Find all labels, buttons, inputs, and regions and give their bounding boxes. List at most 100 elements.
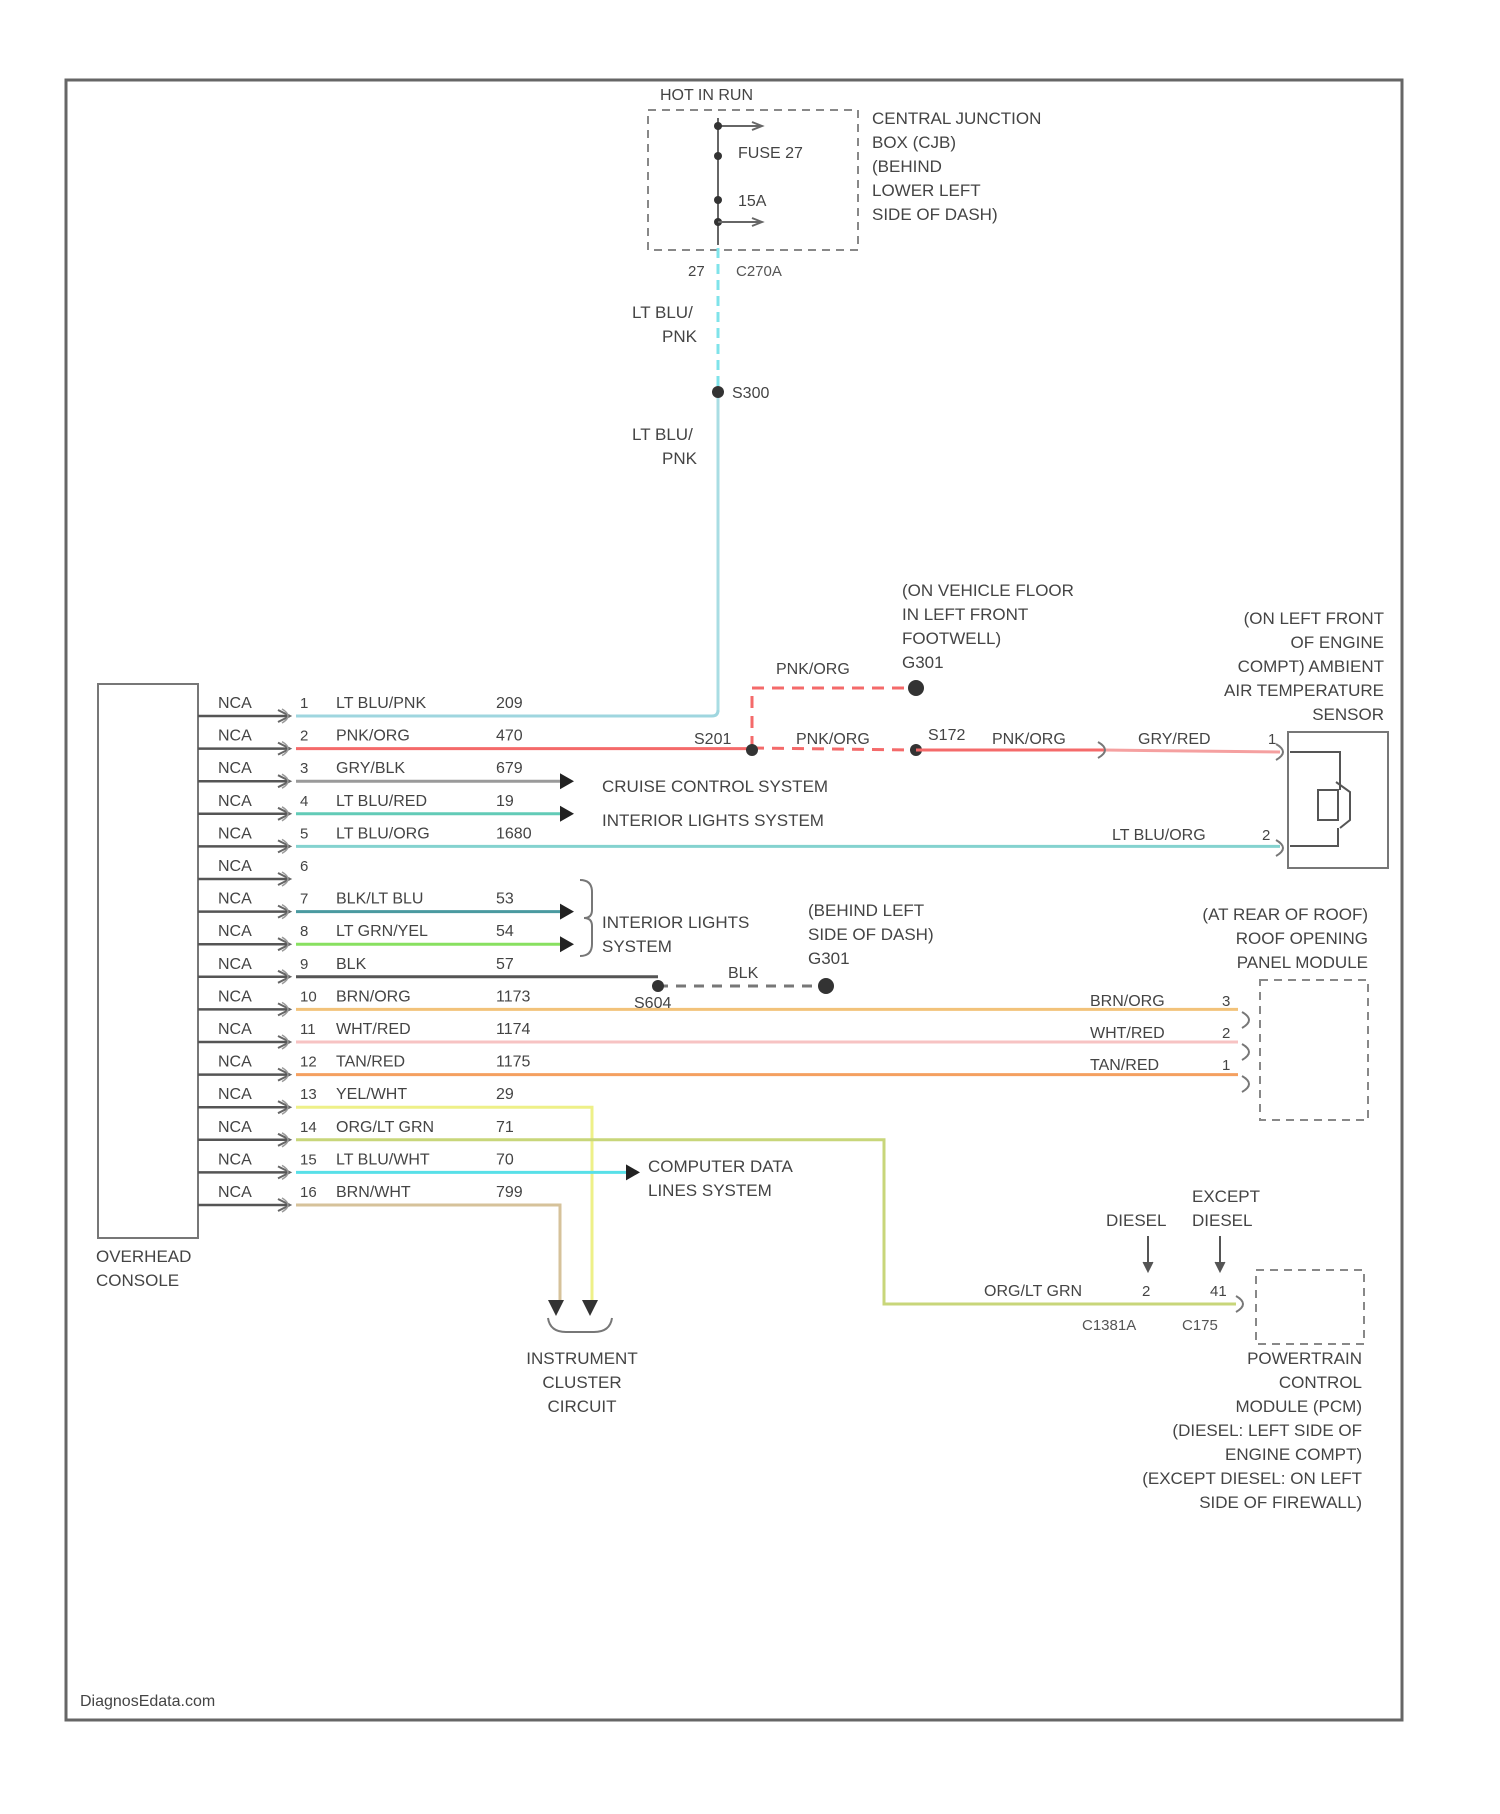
pin-13-circuit: 29 bbox=[496, 1086, 514, 1103]
cruise-control-label: CRUISE CONTROL SYSTEM bbox=[602, 777, 828, 796]
watermark: DiagnosEdata.com bbox=[80, 1693, 215, 1710]
pin-1-nca-label: NCA bbox=[218, 695, 252, 712]
pin-15-nca-label: NCA bbox=[218, 1151, 252, 1168]
g301-dash-desc-1: (BEHIND LEFT bbox=[808, 901, 924, 920]
pin-14-number: 14 bbox=[300, 1119, 317, 1136]
sensor-desc-4: AIR TEMPERATURE bbox=[1224, 681, 1384, 700]
computer-data-label-1: COMPUTER DATA bbox=[648, 1157, 793, 1176]
pin-1-number: 1 bbox=[300, 695, 308, 712]
central-junction-box: HOT IN RUN FUSE 27 15A CENTRAL JUNCTION … bbox=[648, 87, 1041, 280]
pin-10-number: 10 bbox=[300, 988, 317, 1005]
pcm-desc-3: MODULE (PCM) bbox=[1235, 1397, 1362, 1416]
pcm-conn-except: C175 bbox=[1182, 1317, 1218, 1334]
instrument-cluster-label-3: CIRCUIT bbox=[548, 1397, 617, 1416]
pin-8-number: 8 bbox=[300, 923, 308, 940]
pin-15-circuit: 70 bbox=[496, 1151, 514, 1168]
roof-pin-3: 3 bbox=[1222, 993, 1230, 1010]
interior-lights-label-2a: INTERIOR LIGHTS bbox=[602, 913, 749, 932]
pin-12-number: 12 bbox=[300, 1054, 317, 1071]
sensor-wire1-color-b: GRY/RED bbox=[1138, 731, 1211, 748]
pin-1-circuit: 209 bbox=[496, 695, 523, 712]
cjb-desc-3: (BEHIND bbox=[872, 157, 942, 176]
pin-8-circuit: 54 bbox=[496, 923, 514, 940]
roof-wire-2-color: WHT/RED bbox=[1090, 1025, 1165, 1042]
pcm-desc-1: POWERTRAIN bbox=[1247, 1349, 1362, 1368]
sensor-wire2-color: LT BLU/ORG bbox=[1112, 827, 1206, 844]
pin-10-nca-label: NCA bbox=[218, 988, 252, 1005]
pin-10-circuit: 1173 bbox=[496, 988, 531, 1005]
pin-11-circuit: 1174 bbox=[496, 1021, 531, 1038]
interior-lights-label-1: INTERIOR LIGHTS SYSTEM bbox=[602, 811, 824, 830]
roof-wire-3-color: TAN/RED bbox=[1090, 1057, 1159, 1074]
fuse-27-label: FUSE 27 bbox=[738, 145, 803, 162]
pin-16-wire bbox=[296, 1205, 560, 1300]
pin-16-number: 16 bbox=[300, 1184, 317, 1201]
pin-13-nca-label: NCA bbox=[218, 1086, 252, 1103]
hot-in-run-label: HOT IN RUN bbox=[660, 87, 753, 104]
pin-2-number: 2 bbox=[300, 728, 308, 745]
pin-3-number: 3 bbox=[300, 760, 308, 777]
pin-7-nca-label: NCA bbox=[218, 891, 252, 908]
feed-splice: S300 bbox=[732, 385, 769, 402]
pin-7-wire-color: BLK/LT BLU bbox=[336, 891, 423, 908]
g301-dash-desc-3: G301 bbox=[808, 949, 850, 968]
pin-3-nca-label: NCA bbox=[218, 760, 252, 777]
g301-floor-desc-1: (ON VEHICLE FLOOR bbox=[902, 581, 1074, 600]
sensor-wire1-color-a: PNK/ORG bbox=[992, 731, 1066, 748]
pcm-conn-diesel: C1381A bbox=[1082, 1317, 1136, 1334]
roof-pin-1: 1 bbox=[1222, 1057, 1230, 1074]
sensor-desc-5: SENSOR bbox=[1312, 705, 1384, 724]
s201-wire-color-top: PNK/ORG bbox=[776, 661, 850, 678]
pin-8-arrow bbox=[560, 936, 574, 952]
pcm-except-label-1: EXCEPT bbox=[1192, 1187, 1260, 1206]
pin-4-arrow bbox=[560, 806, 574, 822]
pin-3-wire-color: GRY/BLK bbox=[336, 760, 405, 777]
pin-15-arrow bbox=[626, 1164, 640, 1180]
pin-4-circuit: 19 bbox=[496, 793, 514, 810]
sensor-desc-2: OF ENGINE bbox=[1290, 633, 1384, 652]
pin-13-number: 13 bbox=[300, 1086, 317, 1103]
pin-13-wire-color: YEL/WHT bbox=[336, 1086, 407, 1103]
pin-16-circuit: 799 bbox=[496, 1184, 523, 1201]
cjb-connector: C270A bbox=[736, 263, 782, 280]
cjb-desc-1: CENTRAL JUNCTION bbox=[872, 109, 1041, 128]
pin-6-nca-label: NCA bbox=[218, 858, 252, 875]
g301-floor-desc-3: FOOTWELL) bbox=[902, 629, 1001, 648]
cjb-pin: 27 bbox=[688, 263, 705, 280]
splice-s604: S604 bbox=[634, 995, 671, 1012]
pin-5-circuit: 1680 bbox=[496, 825, 532, 842]
pin-5-wire-color: LT BLU/ORG bbox=[336, 825, 430, 842]
overhead-console: OVERHEAD CONSOLE bbox=[96, 684, 198, 1290]
feed-color-top-1: LT BLU/ bbox=[632, 303, 693, 322]
pin-3-arrow bbox=[560, 773, 574, 789]
pin-14-circuit: 71 bbox=[496, 1119, 514, 1136]
pin-14-wire-color: ORG/LT GRN bbox=[336, 1119, 434, 1136]
console-label-1: OVERHEAD bbox=[96, 1247, 191, 1266]
pin-14-nca-label: NCA bbox=[218, 1119, 252, 1136]
sensor-pin-1: 1 bbox=[1268, 731, 1276, 748]
pcm-desc-2: CONTROL bbox=[1279, 1373, 1362, 1392]
console-label-2: CONSOLE bbox=[96, 1271, 179, 1290]
interior-lights-label-2b: SYSTEM bbox=[602, 937, 672, 956]
instrument-cluster-label-1: INSTRUMENT bbox=[526, 1349, 637, 1368]
pcm-pin-except: 41 bbox=[1210, 1283, 1227, 1300]
pin-11-wire-color: WHT/RED bbox=[336, 1021, 411, 1038]
s201-wire-color-mid: PNK/ORG bbox=[796, 731, 870, 748]
pin-10-wire-color: BRN/ORG bbox=[336, 988, 411, 1005]
pin-2-nca-label: NCA bbox=[218, 728, 252, 745]
cjb-desc-4: LOWER LEFT bbox=[872, 181, 981, 200]
pin-5-number: 5 bbox=[300, 825, 308, 842]
sensor-pin-2: 2 bbox=[1262, 827, 1270, 844]
splice-s201: S201 bbox=[694, 731, 731, 748]
pin-9-nca-label: NCA bbox=[218, 956, 252, 973]
roof-pin-2: 2 bbox=[1222, 1025, 1230, 1042]
pin-8-nca-label: NCA bbox=[218, 923, 252, 940]
fuse-amp-label: 15A bbox=[738, 193, 767, 210]
pcm-desc-4: (DIESEL: LEFT SIDE OF bbox=[1172, 1421, 1362, 1440]
pcm-except-label-2: DIESEL bbox=[1192, 1211, 1252, 1230]
pin-7-arrow bbox=[560, 904, 574, 920]
destination-labels: CRUISE CONTROL SYSTEM INTERIOR LIGHTS SY… bbox=[526, 777, 828, 1416]
computer-data-label-2: LINES SYSTEM bbox=[648, 1181, 772, 1200]
pin-12-wire-color: TAN/RED bbox=[336, 1054, 405, 1071]
